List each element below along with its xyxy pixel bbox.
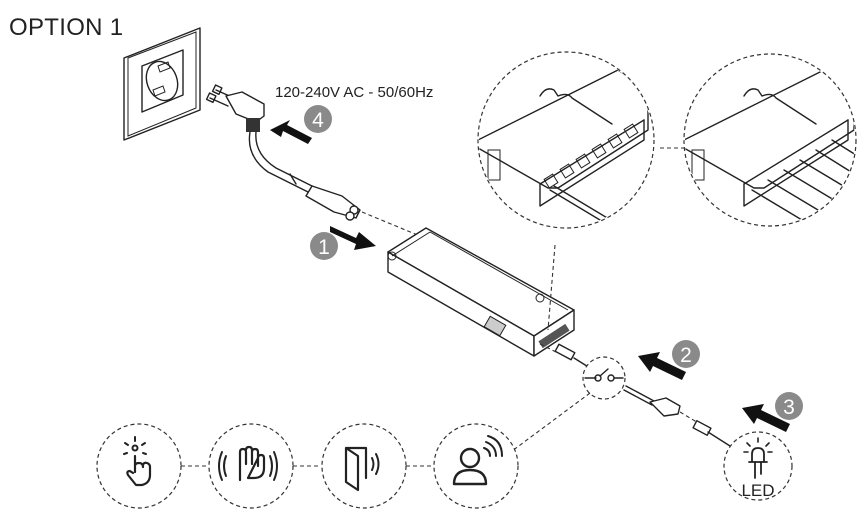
wall-socket <box>123 27 201 141</box>
arrow-up-left-icon <box>638 352 686 380</box>
mains-connector <box>305 185 421 237</box>
step-4-badge: 4 <box>312 109 324 132</box>
sensor-options <box>96 423 519 509</box>
touch-sensor-option[interactable] <box>96 423 182 509</box>
arrow-up-left-icon <box>270 120 312 144</box>
led-option: LED <box>723 431 793 501</box>
step-1-badge: 1 <box>318 236 330 259</box>
door-sensor-option[interactable] <box>321 423 407 509</box>
led-label: LED <box>741 481 774 500</box>
touch-finger-icon <box>123 436 152 487</box>
zoom-detail-single-port <box>477 51 655 229</box>
step-2-badge: 2 <box>680 344 692 367</box>
euro-plug <box>205 84 337 203</box>
step-3-indicator: 3 <box>742 392 803 432</box>
hand-wave-icon <box>218 445 278 482</box>
step-3-badge: 3 <box>783 396 795 419</box>
hand-wave-sensor-option[interactable] <box>208 423 294 509</box>
option-title: OPTION 1 <box>9 14 124 41</box>
sensor-cable <box>539 343 731 447</box>
output-ports <box>538 323 570 349</box>
step-2-indicator: 2 <box>638 340 700 380</box>
step-4-indicator: 4 <box>270 105 332 144</box>
arrow-up-left-icon <box>742 404 790 432</box>
power-spec-label: 120-240V AC - 50/60Hz <box>275 84 434 101</box>
step-1-indicator: 1 <box>310 226 376 260</box>
presence-sensor-option[interactable] <box>433 423 519 509</box>
switch-symbol <box>499 356 626 461</box>
led-driver-box <box>387 227 575 357</box>
zoom-detail-all-ports <box>683 53 857 227</box>
door-sensor-icon <box>344 446 380 492</box>
led-bulb-icon <box>743 437 773 479</box>
arrow-down-right-icon <box>330 226 376 250</box>
person-presence-icon <box>452 435 503 486</box>
